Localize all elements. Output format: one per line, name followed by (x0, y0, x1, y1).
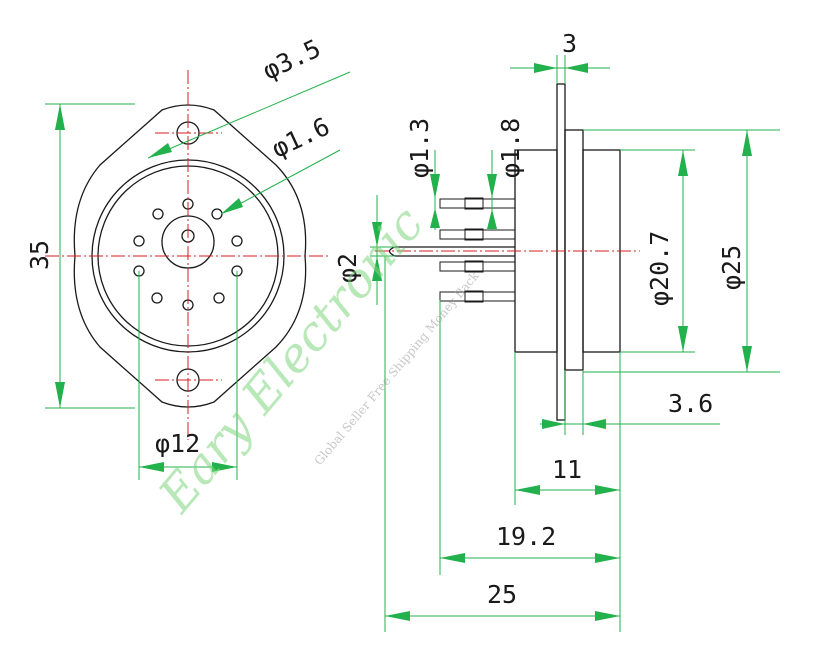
dim-center-pin-dia: φ2 (333, 253, 362, 283)
dim-outer-dia: φ25 (717, 245, 746, 290)
dim-flange-thickness: 3 (562, 29, 577, 58)
dim-pin-circle-dia: φ1.6 (267, 112, 334, 164)
dim-total-length: 25 (487, 580, 517, 609)
dim-body-dia: φ20.7 (645, 231, 674, 306)
dim-hole-dia: φ3.5 (258, 34, 325, 86)
dim-pin-length: 19.2 (496, 522, 556, 551)
dim-pin-dia-large: φ1.8 (496, 118, 525, 178)
dim-height: 35 (25, 240, 54, 270)
dim-body-length: 11 (552, 455, 582, 484)
dim-pin-dia-small: φ1.3 (405, 118, 434, 178)
watermark-brand: Eary Electronic (148, 196, 435, 523)
dim-pitch-circle-dia: φ12 (155, 429, 200, 458)
dim-offset: 3.6 (668, 389, 713, 418)
front-view (45, 70, 351, 480)
side-view (370, 55, 780, 632)
